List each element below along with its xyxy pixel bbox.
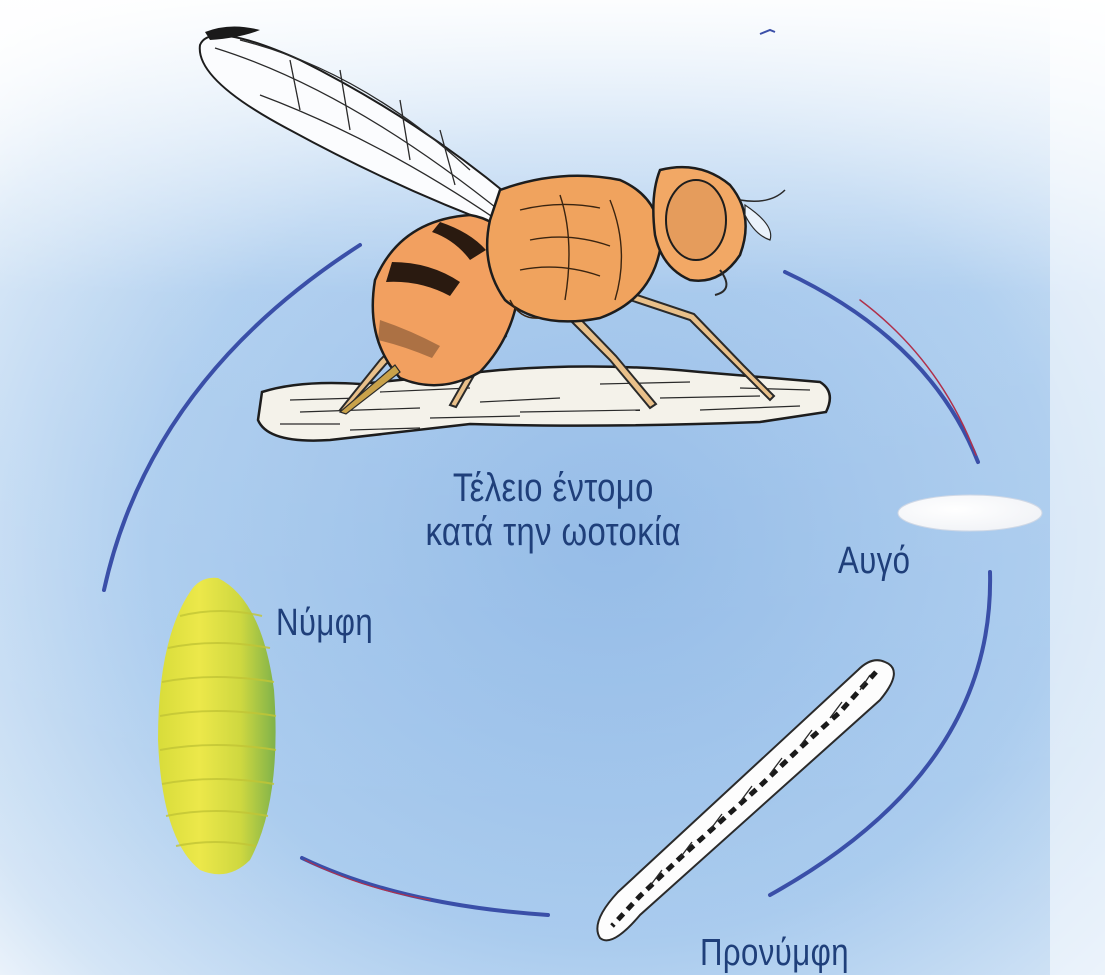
label-pupa: Νύμφη bbox=[276, 602, 373, 645]
label-prepupa: Προνύμφη bbox=[700, 932, 849, 975]
fly-eye bbox=[666, 180, 726, 260]
label-adult-oviposition: Τέλειο έντομο κατά την ωοτοκία bbox=[418, 466, 689, 554]
label-adult-line2: κατά την ωοτοκία bbox=[418, 510, 689, 554]
background-right-edge bbox=[1050, 0, 1105, 975]
egg-illustration bbox=[898, 495, 1042, 531]
label-egg: Αυγό bbox=[838, 540, 910, 583]
label-adult-line1: Τέλειο έντομο bbox=[418, 466, 689, 510]
